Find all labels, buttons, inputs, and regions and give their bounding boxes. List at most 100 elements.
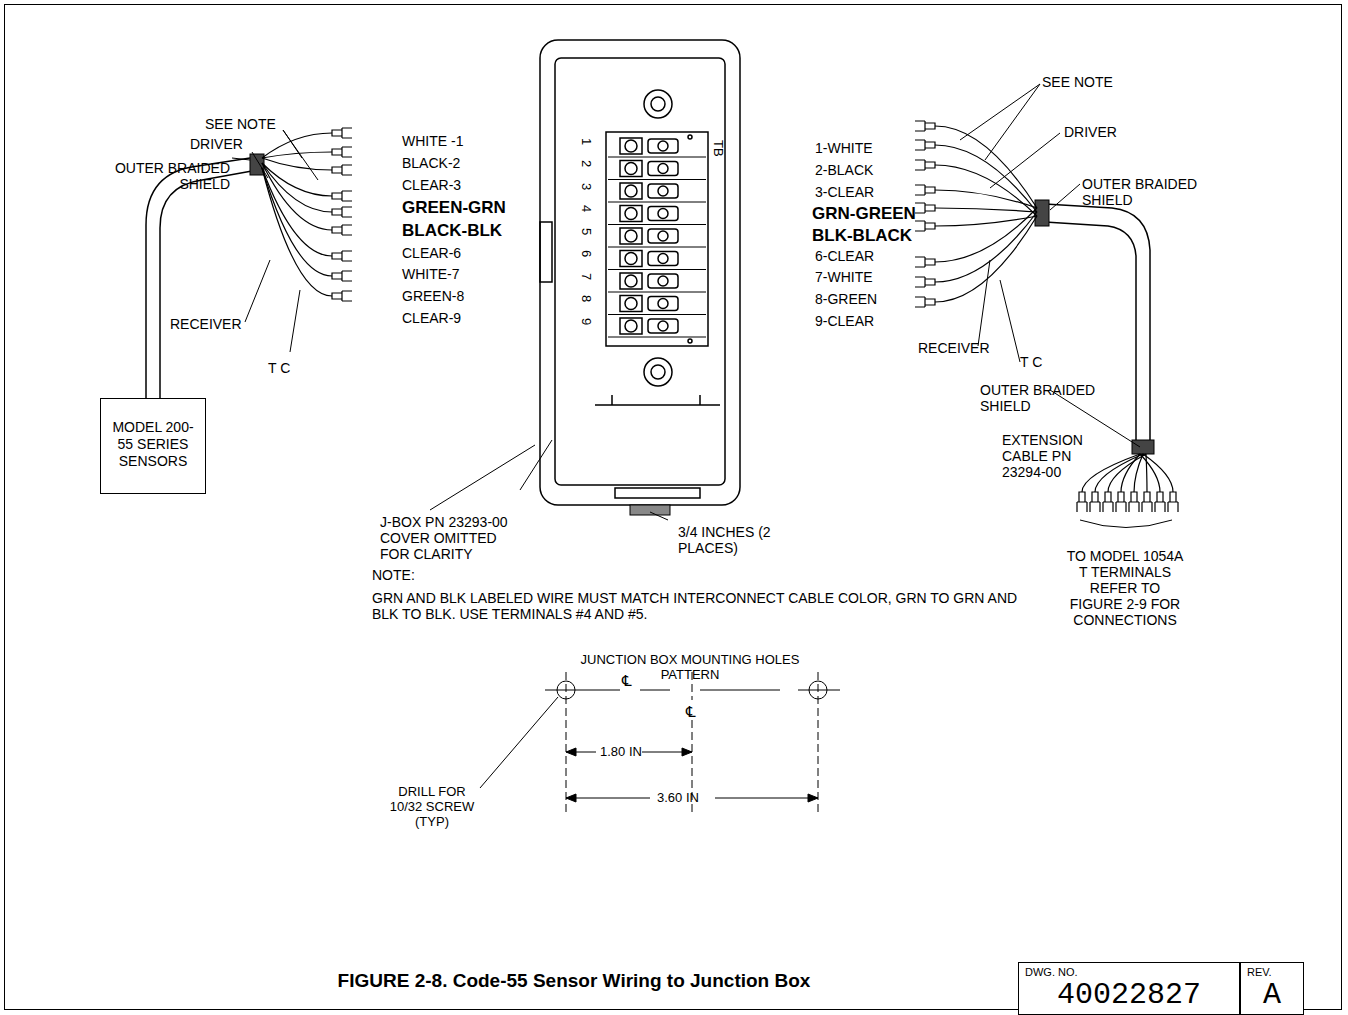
terminal-dot bbox=[688, 135, 692, 139]
spade-lug bbox=[332, 147, 352, 157]
callout-label: CLEAR-6 bbox=[402, 245, 461, 261]
braided-shield bbox=[1035, 200, 1049, 226]
terminal-screw bbox=[620, 296, 642, 312]
spade-lug bbox=[915, 277, 935, 287]
callout-label: T C bbox=[268, 360, 290, 376]
terminal-divider bbox=[608, 247, 706, 248]
callout-label: RECEIVER bbox=[918, 340, 990, 356]
callout-label: GRN-GREEN bbox=[812, 204, 916, 223]
terminal-divider bbox=[608, 337, 706, 338]
spade-lug bbox=[1155, 492, 1165, 512]
wire bbox=[262, 163, 332, 230]
spade-lug bbox=[1142, 492, 1152, 512]
wire bbox=[262, 168, 332, 276]
wire bbox=[935, 190, 1037, 208]
terminal-clamp bbox=[648, 274, 678, 288]
wire bbox=[1146, 454, 1147, 492]
terminal-number: 2 bbox=[579, 160, 594, 167]
callout-label: 7-WHITE bbox=[815, 269, 873, 285]
terminal-screw bbox=[620, 251, 642, 267]
mount-screw bbox=[651, 365, 665, 379]
terminal-screws bbox=[608, 135, 706, 343]
callout-label: GRN AND BLK LABELED WIRE MUST MATCH INTE… bbox=[372, 590, 1022, 622]
callout-label: DRIVER bbox=[190, 136, 243, 152]
terminal-clamp bbox=[648, 229, 678, 243]
callout-label: GREEN-8 bbox=[402, 288, 464, 304]
callout-label: WHITE -1 bbox=[402, 133, 463, 149]
callout-label: WHITE-7 bbox=[402, 266, 460, 282]
terminal-screw bbox=[620, 273, 642, 289]
spade-lug bbox=[332, 271, 352, 281]
field-name: DWG. NO. bbox=[1025, 965, 1233, 979]
wire bbox=[935, 208, 1037, 262]
terminal-screw bbox=[625, 163, 637, 175]
terminal-screw bbox=[625, 208, 637, 220]
terminal-clamp bbox=[658, 231, 668, 241]
callout-label: GREEN-GRN bbox=[402, 198, 506, 217]
callout-label: BLACK-BLK bbox=[402, 221, 502, 240]
wire bbox=[262, 152, 332, 158]
callout-label: 3.60 IN bbox=[657, 790, 699, 805]
wire bbox=[262, 168, 332, 296]
spade-lug bbox=[915, 257, 935, 267]
terminal-number: 1 bbox=[579, 138, 594, 145]
spade-lug bbox=[915, 203, 935, 213]
terminal-clamp bbox=[648, 297, 678, 311]
callout-label: DRIVER bbox=[1064, 124, 1117, 140]
mounting-pattern bbox=[480, 672, 840, 812]
terminal-screw bbox=[620, 138, 642, 154]
spade-lug bbox=[1168, 492, 1178, 512]
wire bbox=[262, 168, 332, 256]
terminal-clamp bbox=[648, 207, 678, 221]
terminal-dot bbox=[688, 339, 692, 343]
junction-box-inner bbox=[555, 58, 725, 485]
terminal-divider bbox=[608, 202, 706, 203]
spade-lug bbox=[1116, 492, 1126, 512]
callout-label: 1-WHITE bbox=[815, 140, 873, 156]
wire bbox=[1108, 454, 1146, 492]
callout-label: 8-GREEN bbox=[815, 291, 877, 307]
spade-lug bbox=[915, 140, 935, 150]
callout-label: 1.80 IN bbox=[600, 744, 642, 759]
wire bbox=[935, 212, 1037, 282]
page-frame bbox=[4, 4, 1342, 1010]
spade-lug bbox=[1090, 492, 1100, 512]
terminal-number: 6 bbox=[579, 250, 594, 257]
junction-box bbox=[540, 40, 740, 505]
figure-caption: FIGURE 2-8. Code-55 Sensor Wiring to Jun… bbox=[0, 970, 1348, 992]
left-wires bbox=[262, 128, 352, 301]
brace bbox=[1080, 520, 1172, 528]
callout-label: OUTER BRAIDED SHIELD bbox=[1082, 176, 1222, 208]
callout-label: SEE NOTE bbox=[205, 116, 276, 132]
callout-label: BLACK-2 bbox=[402, 155, 460, 171]
terminal-number: 7 bbox=[579, 273, 594, 280]
spade-lug bbox=[332, 191, 352, 201]
terminal-screw bbox=[625, 253, 637, 265]
spade-lug bbox=[332, 207, 352, 217]
spade-lug bbox=[332, 225, 352, 235]
spade-lug bbox=[915, 185, 935, 195]
spade-lug bbox=[1103, 492, 1113, 512]
terminal-number: 5 bbox=[579, 228, 594, 235]
wire bbox=[262, 163, 332, 196]
terminal-screw bbox=[625, 298, 637, 310]
callout-label: TO MODEL 1054A T TERMINALS REFER TO FIGU… bbox=[1065, 548, 1185, 628]
side-tab bbox=[540, 222, 552, 282]
terminal-clamp bbox=[648, 139, 678, 153]
terminal-divider bbox=[608, 157, 706, 158]
terminal-divider bbox=[608, 269, 706, 270]
terminal-screw bbox=[620, 161, 642, 177]
wire bbox=[935, 165, 1037, 216]
wire bbox=[1121, 454, 1140, 492]
callout-label: CLEAR-3 bbox=[402, 177, 461, 193]
spade-lug bbox=[915, 160, 935, 170]
field-value: 40022827 bbox=[1025, 979, 1233, 1012]
braided-shield bbox=[1132, 440, 1154, 454]
terminal-divider bbox=[608, 314, 706, 315]
terminal-number: TB bbox=[711, 140, 726, 157]
callout-label: BLK-BLACK bbox=[812, 226, 912, 245]
right-wires bbox=[915, 121, 1037, 307]
box-ribs bbox=[595, 395, 720, 498]
spade-lug bbox=[332, 291, 352, 301]
